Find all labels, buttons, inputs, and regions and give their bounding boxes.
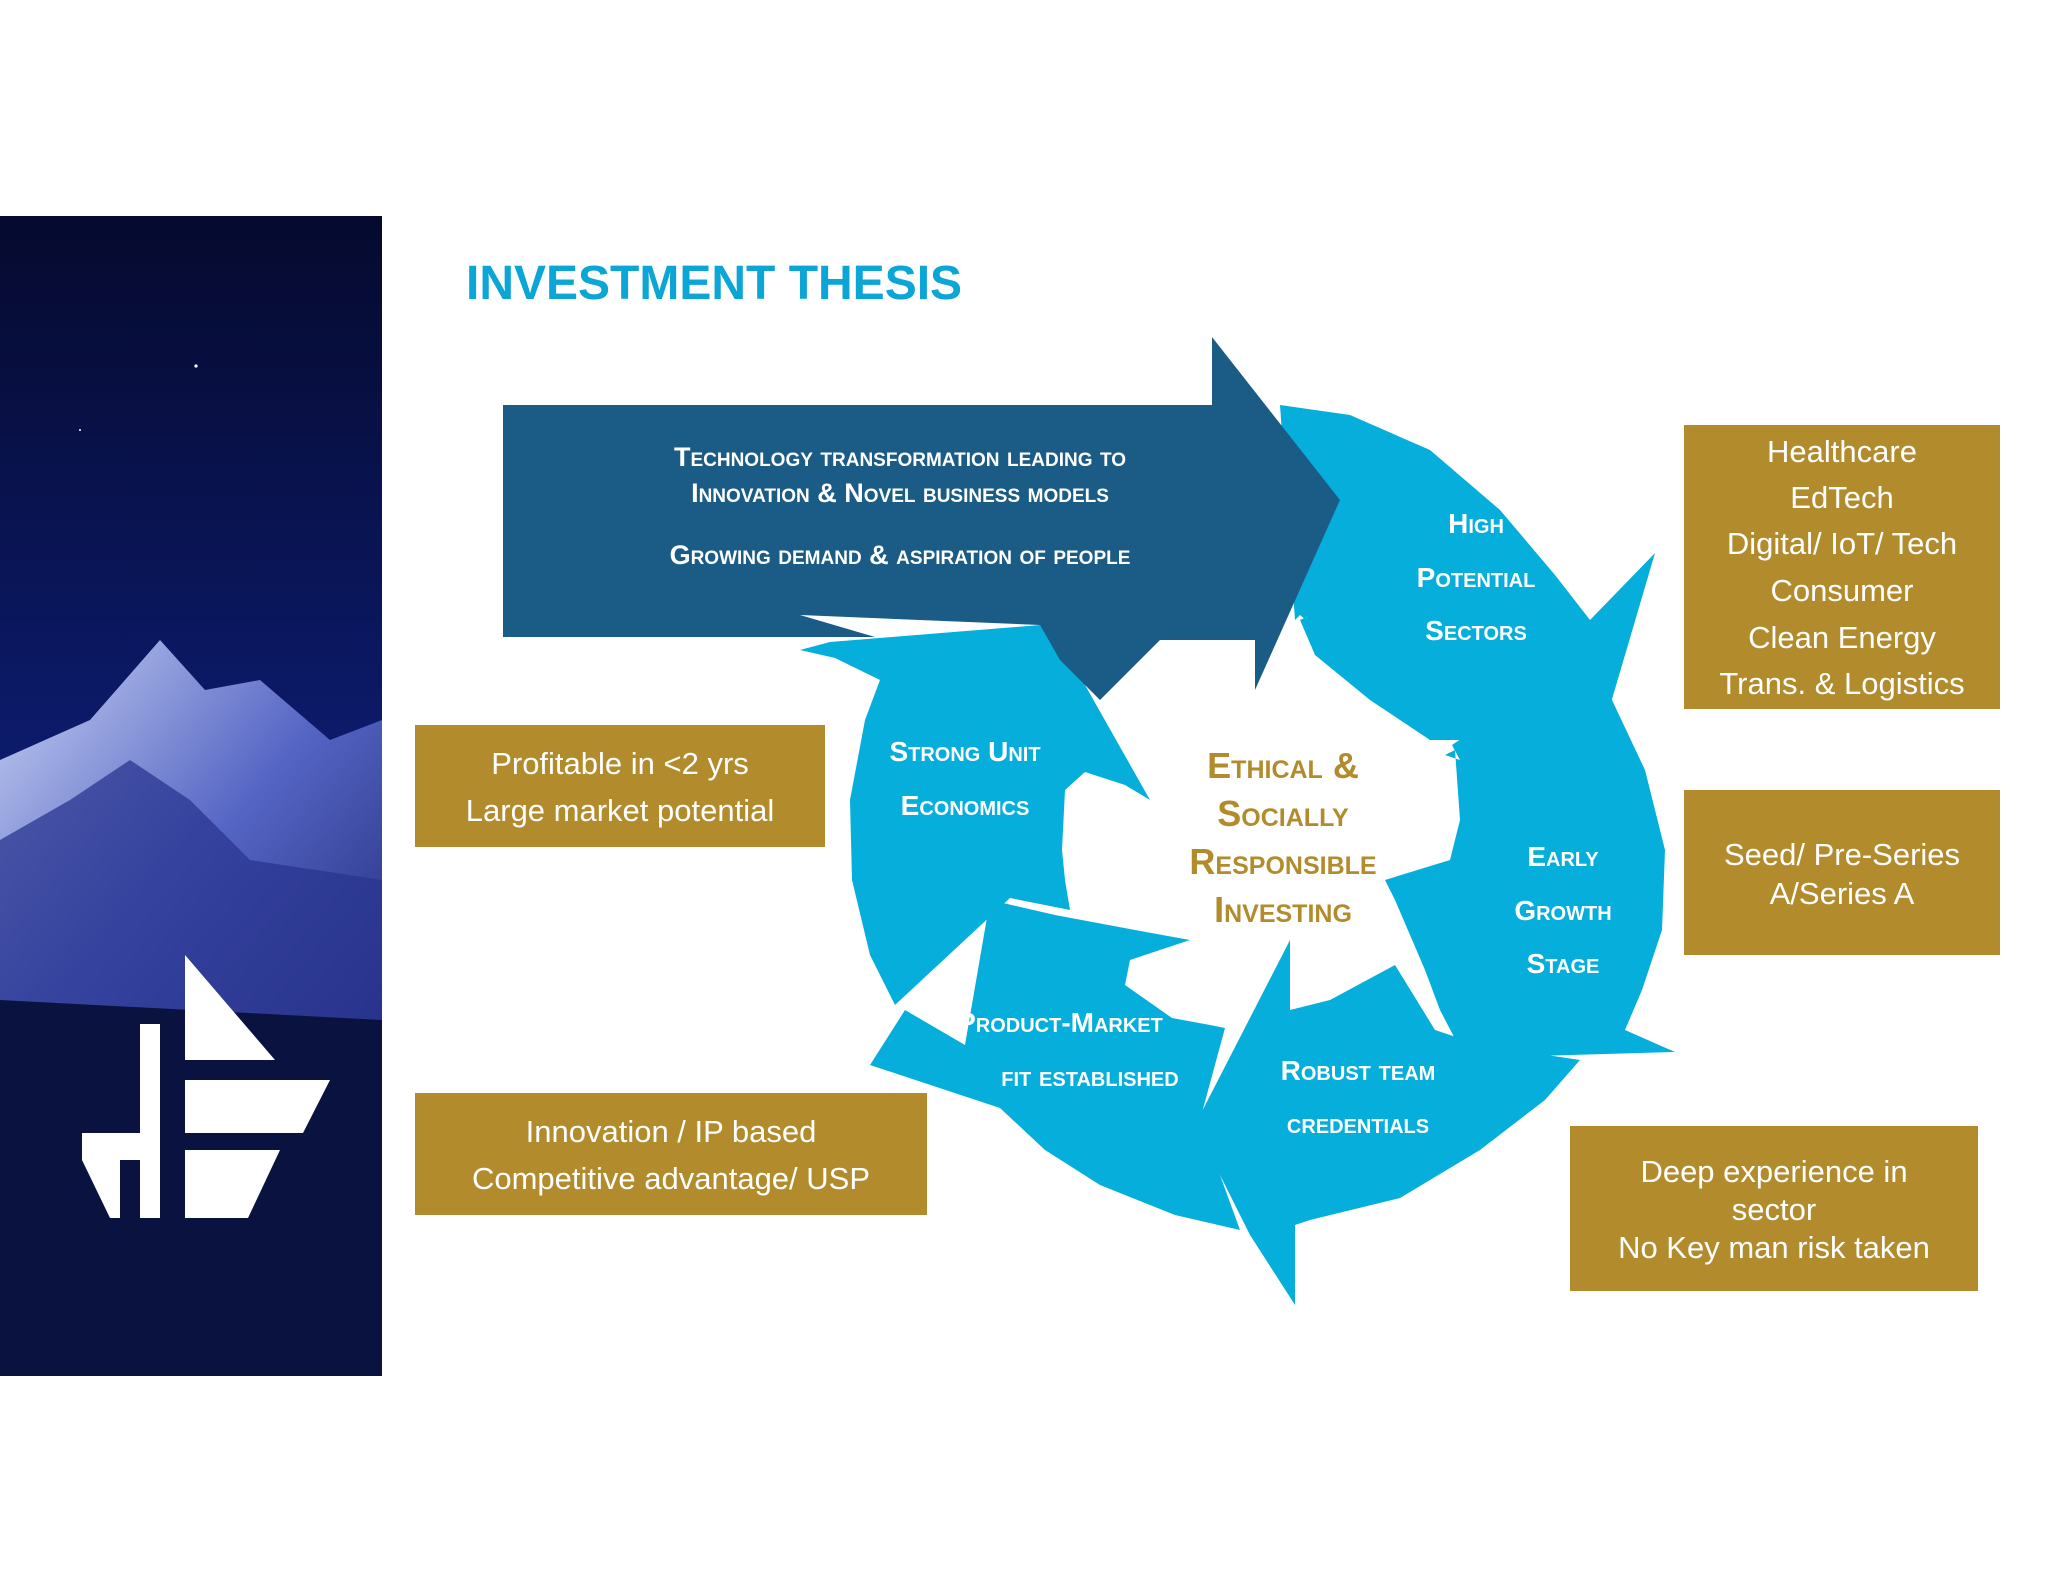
box-economics-line: Large market potential [466, 793, 774, 828]
segment-high-potential-line-2: Potential [1417, 562, 1536, 593]
arrow-strong-unit-economics [800, 625, 1150, 1005]
box-sectors-item: EdTech [1790, 480, 1893, 515]
box-innovation-line: Competitive advantage/ USP [472, 1161, 870, 1196]
box-stage-line: Seed/ Pre-Series [1724, 837, 1960, 872]
segment-early-growth-line-2: Growth [1514, 895, 1611, 926]
segment-labels: High Potential Sectors Early Growth Stag… [889, 508, 1611, 1139]
center-line-3: Responsible [1189, 841, 1376, 882]
arrow-high-potential-sectors [1280, 405, 1655, 740]
box-sectors-item: Trans. & Logistics [1719, 666, 1964, 701]
segment-early-growth-line-3: Stage [1527, 948, 1600, 979]
box-sectors-item: Digital/ IoT/ Tech [1727, 526, 1957, 561]
box-economics-line: Profitable in <2 yrs [491, 746, 749, 781]
box-sectors-item: Clean Energy [1748, 620, 1936, 655]
star-icon [194, 364, 198, 368]
segment-robust-team-line-1: Robust team [1281, 1055, 1436, 1086]
box-team-line: Deep experience in [1640, 1154, 1907, 1189]
center-line-1: Ethical & [1207, 745, 1359, 786]
star-icon [79, 429, 81, 431]
segment-product-market-line-2: fit established [1001, 1061, 1178, 1092]
arrow-early-growth-stage [1385, 655, 1675, 1058]
box-stage-line: A/Series A [1770, 876, 1915, 911]
segment-robust-team-line-2: credentials [1287, 1108, 1429, 1139]
page-title: INVESTMENT THESIS [466, 257, 962, 310]
box-team: Deep experience in sector No Key man ris… [1570, 1126, 1978, 1291]
arrow-product-market-fit [870, 900, 1240, 1230]
segment-high-potential-line-1: High [1448, 508, 1504, 539]
banner-arrow [503, 337, 1340, 700]
box-innovation: Innovation / IP based Competitive advant… [415, 1093, 927, 1215]
box-sectors-item: Healthcare [1767, 434, 1917, 469]
box-stage: Seed/ Pre-Series A/Series A [1684, 790, 2000, 955]
box-economics: Profitable in <2 yrs Large market potent… [415, 725, 825, 847]
banner-text: Technology transformation leading to Inn… [670, 442, 1131, 570]
segment-unit-economics-line-2: Economics [901, 790, 1030, 821]
arrow-robust-team [1195, 940, 1580, 1305]
segment-early-growth-line-1: Early [1527, 841, 1599, 872]
box-sectors-item: Consumer [1771, 573, 1914, 608]
left-image-panel [0, 216, 382, 1376]
box-innovation-line: Innovation / IP based [526, 1114, 817, 1149]
segment-unit-economics-line-1: Strong Unit [889, 736, 1040, 767]
sailboat-logo-icon [82, 955, 330, 1218]
box-team-line: No Key man risk taken [1618, 1230, 1930, 1265]
box-team-line: sector [1732, 1192, 1816, 1227]
center-line-2: Socially [1217, 793, 1349, 834]
segment-product-market-line-1: Product-Market [957, 1007, 1163, 1038]
cycle-diagram [800, 405, 1675, 1305]
banner-line-2: Innovation & Novel business models [691, 478, 1109, 508]
banner-line-3: Growing demand & aspiration of people [670, 540, 1131, 570]
segment-high-potential-line-3: Sectors [1425, 615, 1527, 646]
banner-line-1: Technology transformation leading to [674, 442, 1126, 472]
box-sectors: Healthcare EdTech Digital/ IoT/ Tech Con… [1684, 425, 2000, 709]
center-line-4: Investing [1214, 889, 1352, 930]
center-text: Ethical & Socially Responsible Investing [1189, 745, 1376, 930]
